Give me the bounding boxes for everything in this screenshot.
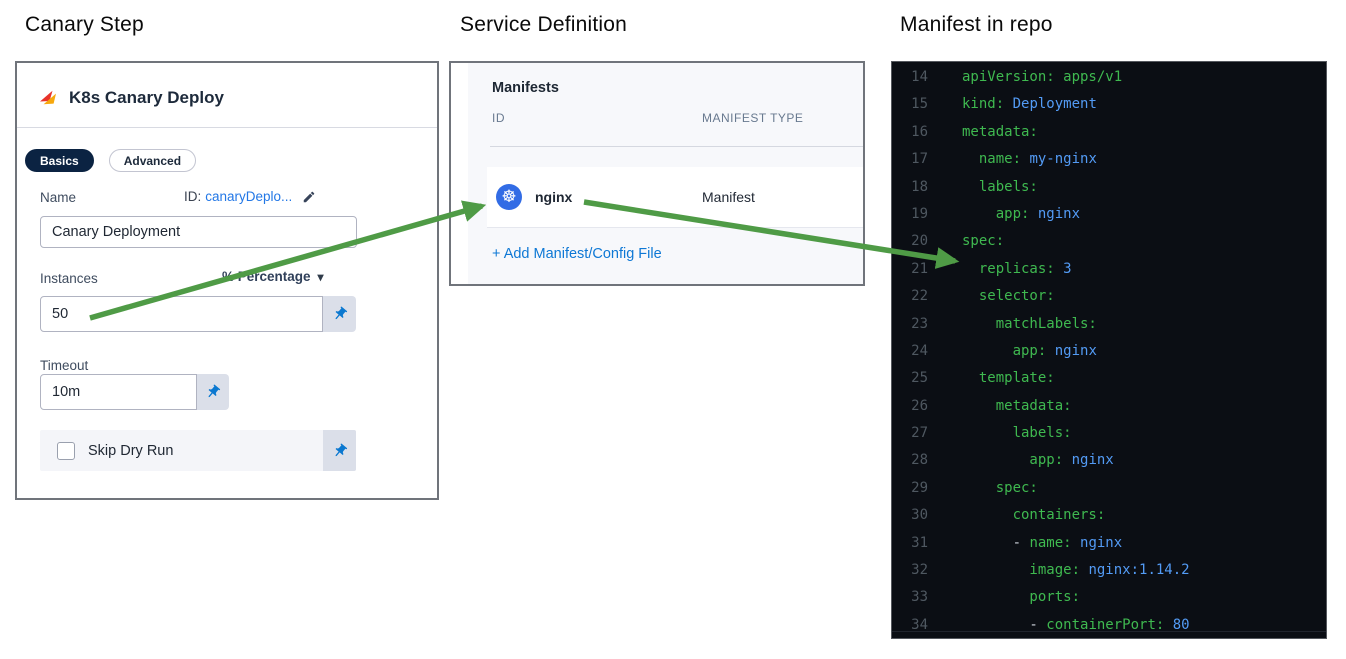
id-prefix-label: ID: <box>184 189 202 204</box>
canary-step-icon <box>38 88 58 108</box>
code-line: 34 - containerPort: 80 <box>892 612 1326 638</box>
runtime-input-pin-icon[interactable] <box>323 296 356 332</box>
instances-input[interactable] <box>40 296 323 332</box>
canary-step-panel: K8s Canary Deploy Basics Advanced Name I… <box>15 61 439 500</box>
tab-basics[interactable]: Basics <box>25 149 94 172</box>
step-id-link[interactable]: canaryDeplo... <box>205 189 293 204</box>
unit-dropdown-label: % Percentage <box>222 269 311 284</box>
line-number: 27 <box>911 425 928 442</box>
code-line: 27 labels: <box>892 420 1326 447</box>
line-number: 14 <box>911 69 928 85</box>
line-number: 26 <box>911 397 928 414</box>
code-line: 17 name: my-nginx <box>892 146 1326 173</box>
timeout-input[interactable] <box>40 374 197 410</box>
line-number: 21 <box>911 260 928 277</box>
line-number: 32 <box>911 562 928 579</box>
line-number: 24 <box>911 342 928 359</box>
code-line: 23 matchLabels: <box>892 311 1326 338</box>
column-header-id: ID <box>492 111 505 125</box>
name-label: Name <box>40 190 77 205</box>
line-number: 16 <box>911 123 928 140</box>
line-number: 30 <box>911 507 928 524</box>
line-number: 23 <box>911 315 928 332</box>
line-number: 20 <box>911 233 928 250</box>
line-number: 34 <box>911 616 928 633</box>
manifest-id-cell: nginx <box>535 189 573 205</box>
panel-heading-canary-step: Canary Step <box>25 13 144 36</box>
name-input[interactable] <box>40 216 357 248</box>
code-line: 30 containers: <box>892 502 1326 529</box>
code-line: 33 ports: <box>892 584 1326 611</box>
skip-dry-run-label: Skip Dry Run <box>88 442 174 459</box>
add-manifest-link[interactable]: + Add Manifest/Config File <box>492 246 662 262</box>
step-title: K8s Canary Deploy <box>69 88 224 107</box>
manifest-table-row[interactable]: ☸ nginx Manifest <box>487 167 863 228</box>
chevron-down-icon: ▾ <box>317 269 324 284</box>
code-line: 32 image: nginx:1.14.2 <box>892 557 1326 584</box>
divider <box>17 127 437 128</box>
line-number: 22 <box>911 288 928 305</box>
timeout-label: Timeout <box>40 358 89 373</box>
code-line: 26 metadata: <box>892 393 1326 420</box>
line-number: 19 <box>911 205 928 222</box>
kubernetes-icon: ☸ <box>496 184 522 210</box>
code-line: 18 labels: <box>892 174 1326 201</box>
code-line: 29 spec: <box>892 475 1326 502</box>
panel-heading-manifest-in-repo: Manifest in repo <box>900 13 1053 36</box>
manifests-section-title: Manifests <box>492 80 559 96</box>
runtime-input-pin-icon[interactable] <box>323 430 356 471</box>
step-id-row: ID: canaryDeplo... <box>184 189 316 204</box>
line-number: 15 <box>911 96 928 113</box>
instances-label: Instances <box>40 271 98 286</box>
timeout-input-group <box>40 374 229 410</box>
line-number: 28 <box>911 452 928 469</box>
service-definition-panel: Manifests ID MANIFEST TYPE ☸ nginx Manif… <box>449 61 865 286</box>
code-line: 24 app: nginx <box>892 338 1326 365</box>
code-line: 22 selector: <box>892 283 1326 310</box>
column-header-manifest-type: MANIFEST TYPE <box>702 111 804 125</box>
line-number: 31 <box>911 534 928 551</box>
panel-heading-service-definition: Service Definition <box>460 13 628 36</box>
line-number: 17 <box>911 151 928 168</box>
tab-advanced[interactable]: Advanced <box>108 149 197 172</box>
divider <box>490 146 863 147</box>
line-number: 18 <box>911 178 928 195</box>
instances-input-group <box>40 296 356 332</box>
skip-dry-run-checkbox[interactable] <box>57 441 75 460</box>
runtime-input-pin-icon[interactable] <box>197 374 229 410</box>
code-line: 31 - name: nginx <box>892 530 1326 557</box>
line-number: 25 <box>911 370 928 387</box>
instances-unit-dropdown[interactable]: % Percentage ▾ <box>222 269 324 284</box>
line-number: 29 <box>911 479 928 496</box>
edit-pencil-icon[interactable] <box>302 190 316 204</box>
code-line: 28 app: nginx <box>892 447 1326 474</box>
code-line: 19 app: nginx <box>892 201 1326 228</box>
skip-dry-run-row: Skip Dry Run <box>40 430 356 471</box>
manifest-type-cell: Manifest <box>702 189 755 205</box>
line-number: 33 <box>911 589 928 606</box>
code-line: 25 template: <box>892 365 1326 392</box>
code-line: 21 replicas: 3 <box>892 256 1326 283</box>
step-tabs: Basics Advanced <box>25 149 197 172</box>
step-header: K8s Canary Deploy <box>38 88 224 108</box>
manifests-card: Manifests ID MANIFEST TYPE ☸ nginx Manif… <box>468 63 863 284</box>
